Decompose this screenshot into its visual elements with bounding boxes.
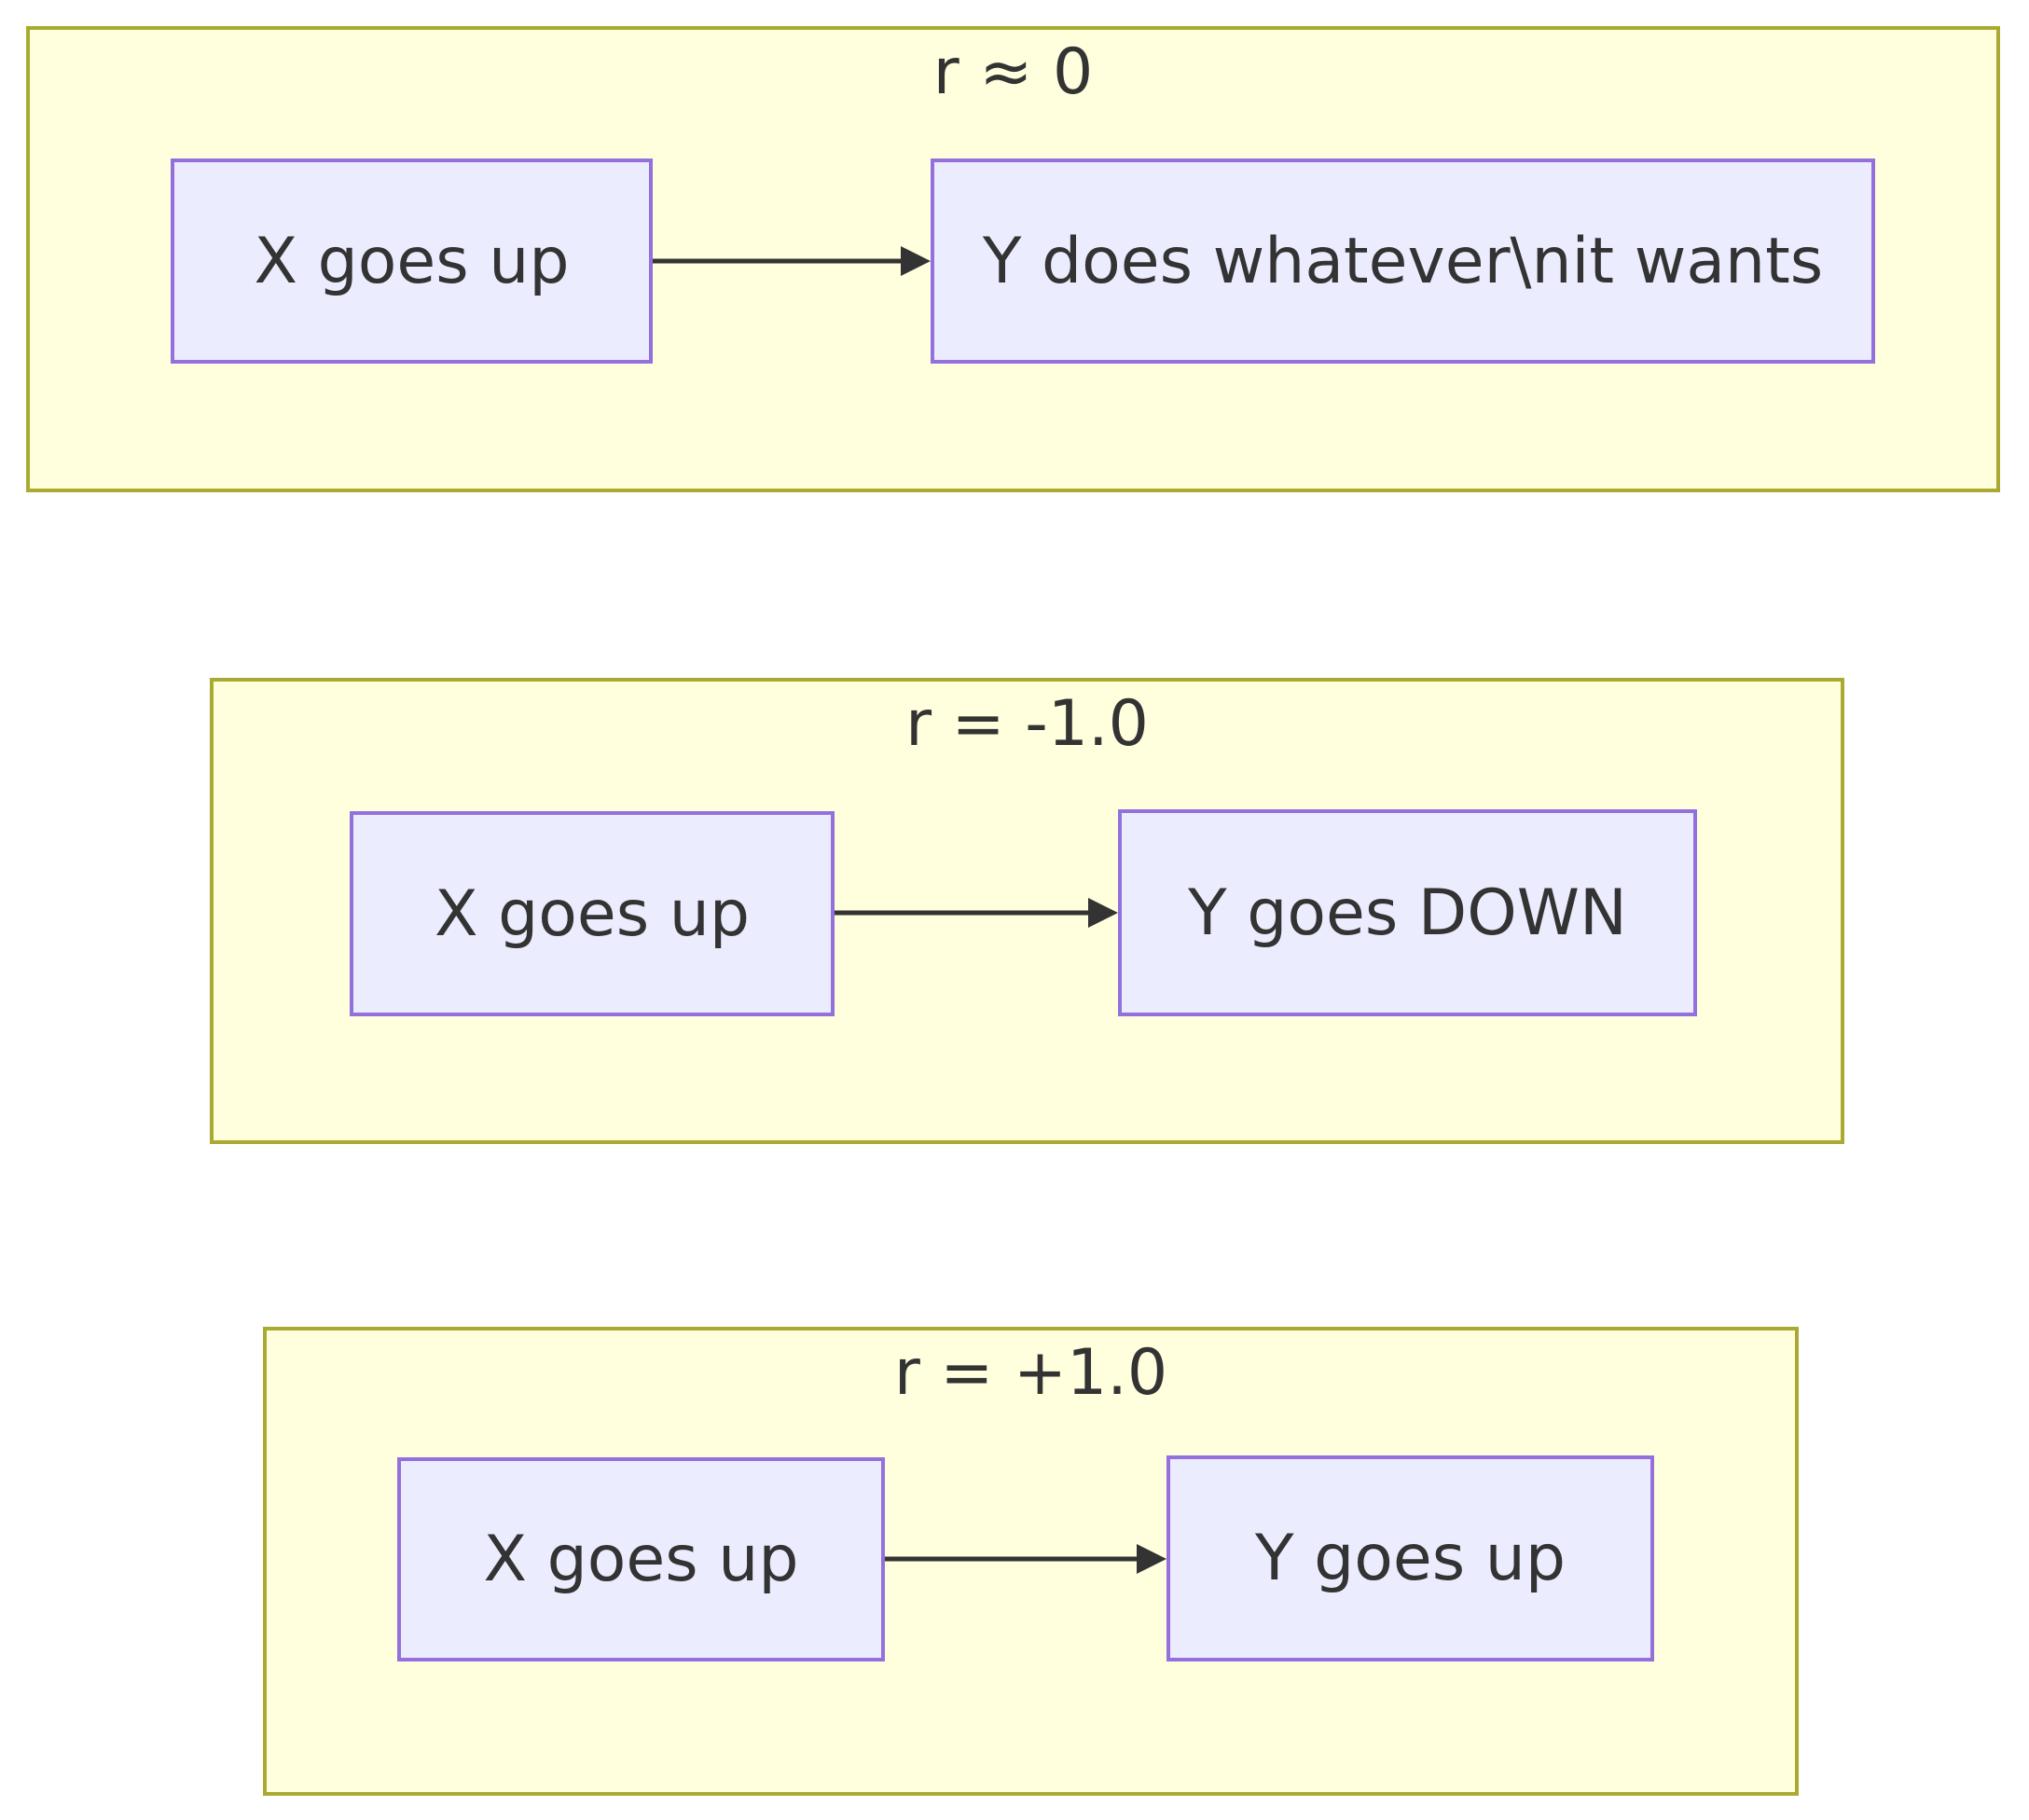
subgraph-r-approx-0: r ≈ 0 X goes up Y does whatever\nit want…	[26, 26, 2000, 492]
node-x-goes-up: X goes up	[171, 159, 653, 364]
node-y-goes-up: Y goes up	[1166, 1455, 1654, 1661]
subgraph-title: r ≈ 0	[932, 35, 1094, 109]
node-y-does-whatever: Y does whatever\nit wants	[931, 159, 1875, 364]
node-y-goes-down: Y goes DOWN	[1118, 809, 1697, 1016]
subgraph-title: r = +1.0	[893, 1336, 1168, 1410]
arrow-icon	[653, 246, 931, 276]
arrow-icon	[835, 898, 1118, 928]
node-x-goes-up: X goes up	[397, 1457, 885, 1661]
arrow-icon	[885, 1544, 1166, 1574]
node-x-goes-up: X goes up	[350, 811, 835, 1016]
subgraph-title: r = -1.0	[905, 687, 1149, 761]
subgraph-r-neg-1: r = -1.0 X goes up Y goes DOWN	[210, 678, 1844, 1144]
subgraph-r-pos-1: r = +1.0 X goes up Y goes up	[263, 1327, 1799, 1796]
